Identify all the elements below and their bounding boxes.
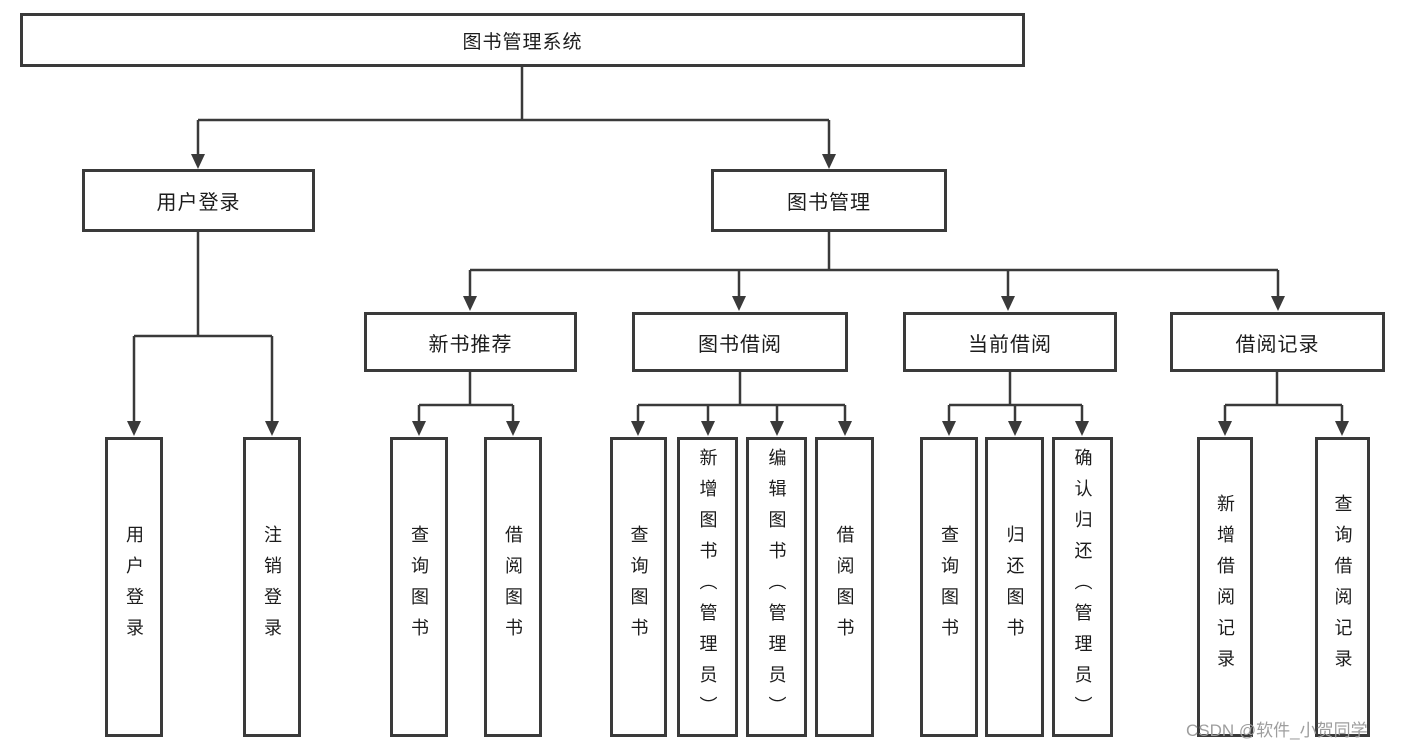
leaf-br-add-record: 新增借阅记录 [1197,437,1253,737]
node-label: 图书管理 [787,192,871,214]
node-label: 当前借阅 [968,333,1052,356]
leaf-label: 新增图书（管理员） [697,447,718,727]
leaf-label: 查询图书 [409,525,429,649]
leaf-label: 归还图书 [1004,525,1025,649]
node-book-borrowing: 图书借阅 [632,312,848,372]
leaf-label: 查询图书 [939,525,959,649]
leaf-label: 新增借阅记录 [1215,494,1235,680]
leaf-user-login: 用户登录 [105,437,163,737]
arrowheads [127,154,1349,436]
leaf-label: 借阅图书 [503,525,523,649]
leaf-cb-confirm-return-admin: 确认归还（管理员） [1052,437,1113,737]
leaf-br-query-record: 查询借阅记录 [1315,437,1370,737]
node-label: 借阅记录 [1235,333,1320,356]
leaf-cb-return-books: 归还图书 [985,437,1044,737]
node-book-management: 图书管理 [711,169,947,232]
node-label: 图书管理系统 [462,31,583,53]
csdn-watermark: CSDN @软件_小贺同学 [1186,721,1368,740]
leaf-nbr-borrow-books: 借阅图书 [484,437,542,737]
leaf-bb-add-books-admin: 新增图书（管理员） [677,437,738,737]
node-label: 用户登录 [156,192,241,214]
node-label: 新书推荐 [428,333,513,356]
node-current-borrowing: 当前借阅 [903,312,1117,372]
leaf-label: 编辑图书（管理员） [766,447,787,727]
node-borrowing-records: 借阅记录 [1170,312,1385,372]
leaf-label: 借阅图书 [834,525,855,649]
node-library-management-system: 图书管理系统 [20,13,1025,67]
leaf-bb-edit-books-admin: 编辑图书（管理员） [746,437,807,737]
leaf-bb-query-books: 查询图书 [610,437,667,737]
node-new-book-recommend: 新书推荐 [364,312,577,372]
leaf-logout: 注销登录 [243,437,301,737]
leaf-label: 查询图书 [628,525,649,649]
leaf-label: 查询借阅记录 [1332,494,1353,680]
leaf-cb-query-books: 查询图书 [920,437,978,737]
leaf-bb-borrow-books: 借阅图书 [815,437,874,737]
leaf-label: 用户登录 [124,525,144,649]
leaf-label: 注销登录 [262,525,282,649]
node-label: 图书借阅 [698,333,782,356]
leaf-nbr-query-books: 查询图书 [390,437,448,737]
node-user-login: 用户登录 [82,169,315,232]
leaf-label: 确认归还（管理员） [1072,447,1093,727]
